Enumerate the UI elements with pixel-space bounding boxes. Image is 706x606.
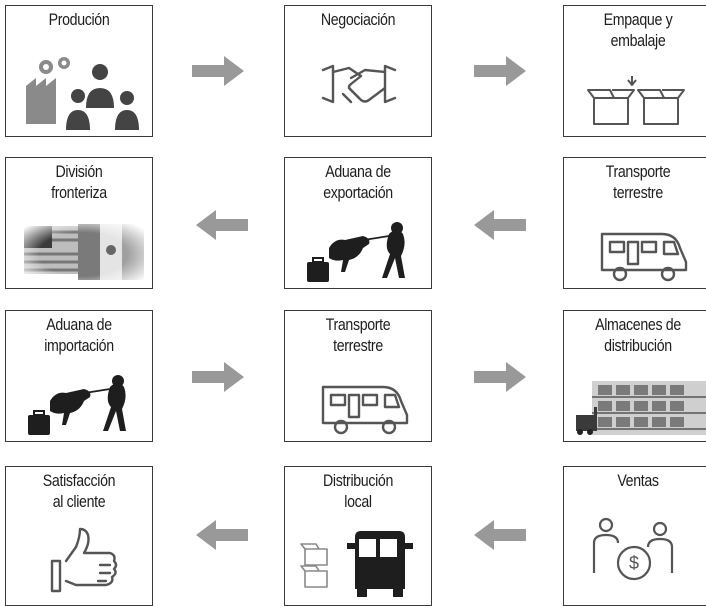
truck-icon [600,232,688,282]
boxes-icon [587,76,685,125]
arrow-right-3 [192,362,244,392]
arrow-left-4 [474,520,526,550]
truck-icon [321,385,409,435]
arrow-right-4 [474,362,526,392]
step-label: Distribución local [322,472,394,511]
thumbs-up-icon [50,527,118,593]
flags-icon [16,218,150,284]
step-almacenes: Almacenes de distribución [563,310,706,442]
step-label: Transporte terrestre [325,316,391,355]
step-transporte-terrestre-2: Transporte terrestre [284,310,432,442]
step-empaque: Empaque y embalaje [563,5,706,137]
step-aduana-importacion: Aduana de importación [5,310,153,442]
warehouse-icon [576,381,706,435]
step-satisfaccion: Satisfacción al cliente [5,466,153,606]
step-label: Satisfacción al cliente [42,472,116,511]
step-label: Empaque y embalaje [603,11,673,50]
step-label: División fronteriza [51,163,107,202]
step-label: Aduana de importación [44,316,114,355]
step-label: Aduana de exportación [323,163,393,202]
factory-people-icon [26,57,139,130]
customs-dog-icon [28,375,126,435]
arrow-right-1 [192,56,244,86]
step-label: Ventas [617,472,659,490]
customs-dog-icon [307,222,405,282]
svg-text:$: $ [629,553,639,573]
step-transporte-terrestre-1: Transporte terrestre [563,157,706,289]
arrow-right-2 [474,56,526,86]
handshake-icon [321,64,397,104]
step-aduana-exportacion: Aduana de exportación [284,157,432,289]
money-people-icon: $ [592,517,674,581]
step-ventas: Ventas $ [563,466,706,606]
step-division-fronteriza: División fronteriza [5,157,153,289]
step-label: Transporte terrestre [605,163,671,202]
arrow-left-3 [196,520,248,550]
arrow-left-2 [474,210,526,240]
step-produccion: Produción [5,5,153,137]
arrow-left-1 [196,210,248,240]
step-label: Almacenes de distribución [595,316,681,355]
step-label: Negociación [320,11,396,29]
van-icon [300,531,413,597]
step-label: Produción [48,11,110,29]
step-negociacion: Negociación [284,5,432,137]
step-distribucion-local: Distribución local [284,466,432,606]
